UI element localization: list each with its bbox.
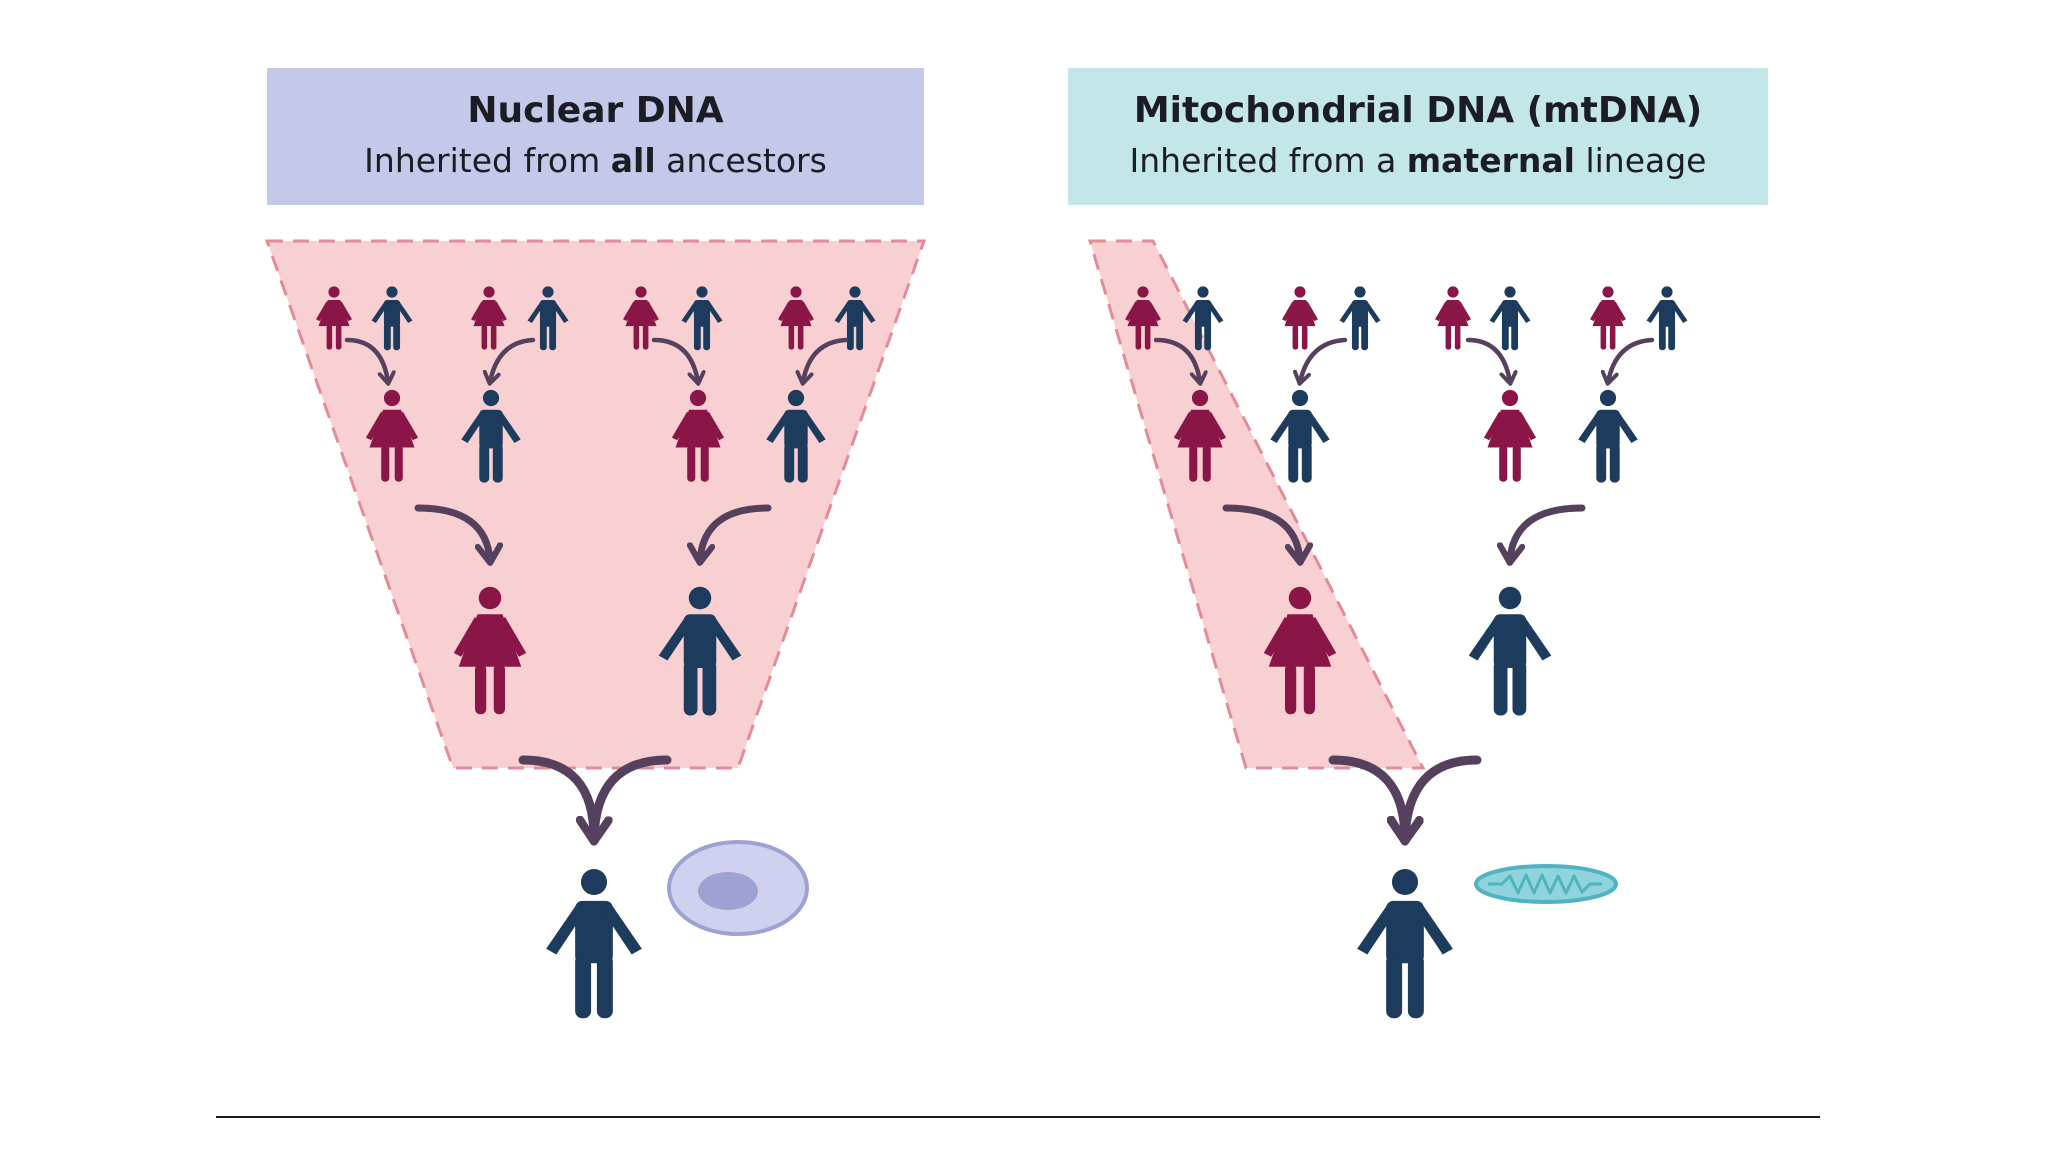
great-grandfather-figure — [527, 286, 569, 351]
great-grandmother-figure — [1435, 286, 1471, 350]
great-grandfather-figure — [371, 286, 413, 351]
father-figure — [1468, 586, 1552, 716]
subtitle-emphasis: maternal — [1406, 140, 1575, 180]
inheritance-arrow — [1510, 504, 1586, 560]
great-grandfather-figure — [1646, 286, 1688, 351]
maternal-lineage-region — [1087, 239, 1426, 770]
subtitle-emphasis: all — [610, 140, 656, 180]
grandfather-figure — [1270, 389, 1330, 483]
great-grandfather-figure — [1182, 286, 1224, 351]
inheritance-arrow — [1608, 337, 1655, 382]
nuclear-dna-title: Nuclear DNA — [467, 89, 724, 131]
inheritance-arrow — [1300, 337, 1348, 382]
cell-icon — [667, 840, 809, 936]
inheritance-arrow — [1328, 755, 1405, 838]
great-grandmother-figure — [1590, 286, 1626, 350]
great-grandmother-figure — [1125, 286, 1161, 350]
great-grandmother-figure — [1282, 286, 1318, 350]
child-figure — [1357, 868, 1453, 1019]
inheritance-arrow — [1222, 504, 1300, 560]
great-grandmother-figure — [778, 286, 814, 350]
mitochondrion-icon — [1474, 864, 1618, 904]
grandmother-figure — [671, 389, 725, 482]
inheritance-arrow — [651, 337, 698, 382]
grandfather-figure — [766, 389, 826, 483]
mother-figure — [1263, 586, 1337, 715]
nuclear-dna-header: Nuclear DNA Inherited from all ancestors — [267, 68, 924, 205]
inheritance-arrow — [414, 504, 490, 560]
inheritance-arrow — [1405, 755, 1482, 838]
subtitle-text: Inherited from a — [1129, 140, 1407, 180]
great-grandfather-figure — [1339, 286, 1381, 351]
inheritance-arrow — [700, 504, 772, 560]
great-grandfather-figure — [681, 286, 723, 351]
grandmother-figure — [1483, 389, 1537, 482]
great-grandfather-figure — [1489, 286, 1531, 351]
mtdna-title: Mitochondrial DNA (mtDNA) — [1133, 89, 1703, 131]
inheritance-arrow — [1153, 337, 1200, 382]
mtdna-subtitle: Inherited from a maternal lineage — [1130, 137, 1707, 185]
inheritance-arrow — [594, 755, 672, 838]
father-figure — [658, 586, 742, 716]
grandmother-figure — [1173, 389, 1227, 482]
subtitle-text: ancestors — [655, 140, 827, 180]
child-figure — [546, 868, 642, 1019]
grandmother-figure — [365, 389, 419, 482]
grandfather-figure — [461, 389, 521, 483]
subtitle-text: lineage — [1574, 140, 1707, 180]
nuclear-dna-subtitle: Inherited from all ancestors — [364, 137, 827, 185]
grandfather-figure — [1578, 389, 1638, 483]
inheritance-arrow — [803, 337, 849, 382]
mtdna-header: Mitochondrial DNA (mtDNA) Inherited from… — [1068, 68, 1768, 205]
nuclear-inheritance-region — [264, 239, 927, 770]
great-grandmother-figure — [316, 286, 352, 350]
great-grandfather-figure — [834, 286, 876, 351]
great-grandmother-figure — [623, 286, 659, 350]
great-grandmother-figure — [471, 286, 507, 350]
inheritance-arrow — [344, 337, 388, 382]
inheritance-arrow — [490, 337, 536, 382]
subtitle-text: Inherited from — [364, 140, 611, 180]
mother-figure — [453, 586, 527, 715]
bottom-divider — [216, 1116, 1820, 1118]
inheritance-arrow — [1465, 337, 1510, 382]
inheritance-arrow — [518, 755, 594, 838]
